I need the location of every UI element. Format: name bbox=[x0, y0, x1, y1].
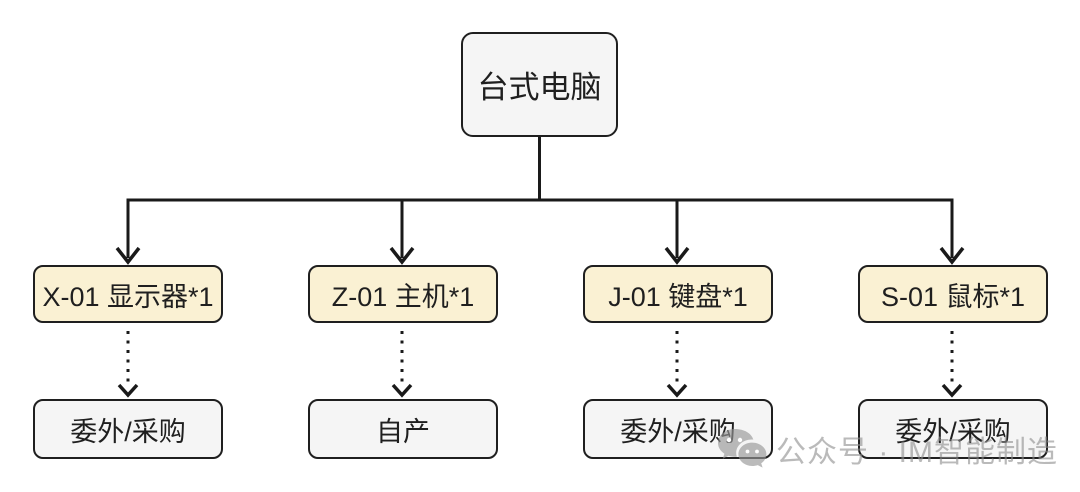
node-source-label: 委外/采购 bbox=[70, 416, 186, 447]
node-source-s01[interactable]: 委外/采购 bbox=[858, 399, 1048, 459]
node-source-label: 委外/采购 bbox=[620, 416, 736, 447]
dotted-arrowhead-1 bbox=[117, 383, 139, 398]
node-part-j01[interactable]: J-01 键盘*1 bbox=[583, 265, 773, 323]
node-part-label: Z-01 主机*1 bbox=[331, 281, 475, 312]
node-source-label: 委外/采购 bbox=[895, 416, 1011, 447]
node-source-label: 自产 bbox=[376, 416, 430, 447]
node-part-x01[interactable]: X-01 显示器*1 bbox=[33, 265, 223, 323]
node-part-s01[interactable]: S-01 鼠标*1 bbox=[858, 265, 1048, 323]
arrowhead-1 bbox=[115, 246, 141, 265]
dotted-arrowhead-3 bbox=[666, 383, 688, 398]
solid-tree-connectors bbox=[115, 137, 965, 265]
node-source-j01[interactable]: 委外/采购 bbox=[583, 399, 773, 459]
arrowhead-2 bbox=[389, 246, 415, 265]
dotted-source-connectors bbox=[117, 331, 963, 398]
node-part-label: J-01 键盘*1 bbox=[608, 281, 748, 312]
arrowhead-4 bbox=[939, 246, 965, 265]
dotted-arrowhead-2 bbox=[391, 383, 413, 398]
arrowhead-3 bbox=[664, 246, 690, 265]
node-source-z01[interactable]: 自产 bbox=[308, 399, 498, 459]
node-part-label: S-01 鼠标*1 bbox=[880, 281, 1026, 312]
node-root[interactable]: 台式电脑 bbox=[461, 32, 618, 137]
node-part-z01[interactable]: Z-01 主机*1 bbox=[308, 265, 498, 323]
node-part-label: X-01 显示器*1 bbox=[42, 281, 214, 312]
node-source-x01[interactable]: 委外/采购 bbox=[33, 399, 223, 459]
node-root-label: 台式电脑 bbox=[477, 70, 602, 105]
dotted-arrowhead-4 bbox=[941, 383, 963, 398]
